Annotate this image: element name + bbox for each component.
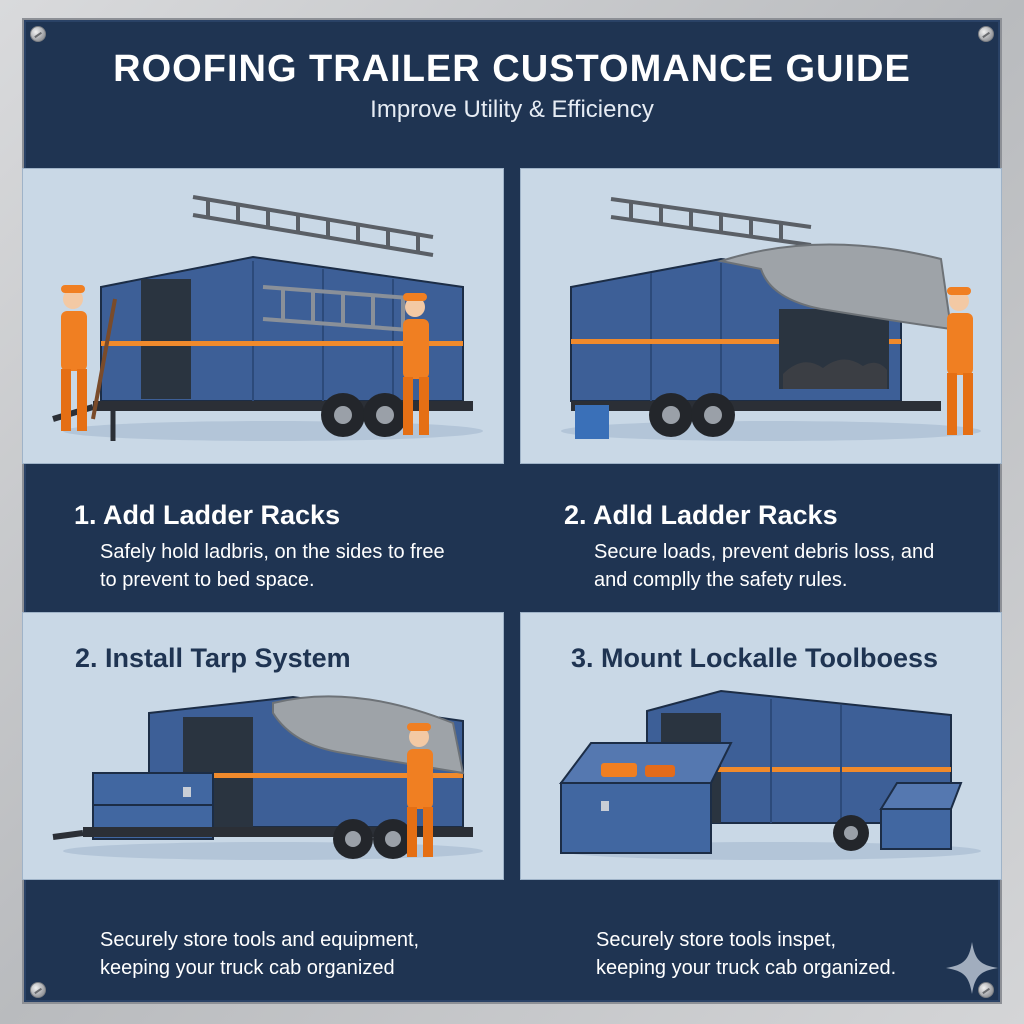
section-description: Securely store tools inspet, keeping you… bbox=[596, 929, 897, 979]
worker-icon bbox=[61, 285, 117, 431]
illustration-ladder-racks bbox=[22, 168, 504, 464]
section-heading: 2. Install Tarp System bbox=[75, 643, 351, 673]
worker-icon bbox=[403, 293, 429, 435]
bucket-icon bbox=[575, 405, 609, 439]
tarp-icon bbox=[717, 243, 953, 331]
screw-icon bbox=[978, 982, 994, 998]
sparkle-icon bbox=[946, 942, 998, 994]
screw-icon bbox=[30, 982, 46, 998]
toolbox-icon bbox=[560, 782, 712, 854]
ladder-icon bbox=[610, 197, 812, 247]
illustration-tarp-cover bbox=[520, 168, 1002, 464]
section-description: Secure loads, prevent debris loss, and a… bbox=[594, 541, 935, 591]
section-heading: 1. Add Ladder Racks bbox=[74, 500, 341, 530]
worker-icon bbox=[947, 287, 973, 435]
toolbox-icon bbox=[880, 808, 952, 850]
illustration-tarp-system: 2. Install Tarp System bbox=[22, 612, 504, 880]
ladder-icon bbox=[192, 195, 434, 257]
section-description: Securely store tools and equipment, keep… bbox=[100, 929, 420, 979]
section-heading: 2. Adld Ladder Racks bbox=[564, 500, 838, 530]
page-subtitle: Improve Utility & Efficiency bbox=[370, 96, 654, 123]
screw-icon bbox=[978, 26, 994, 42]
section-description: Safely hold ladbris, on the sides to fre… bbox=[100, 541, 445, 591]
screw-icon bbox=[30, 26, 46, 42]
worker-icon bbox=[407, 723, 433, 857]
page-title: ROOFING TRAILER CUSTOMANCE GUIDE bbox=[113, 48, 911, 90]
illustration-lockable-toolboxes: 3. Mount Lockalle Toolboess bbox=[520, 612, 1002, 880]
drill-icon bbox=[601, 763, 637, 777]
section-heading: 3. Mount Lockalle Toolboess bbox=[571, 643, 939, 673]
